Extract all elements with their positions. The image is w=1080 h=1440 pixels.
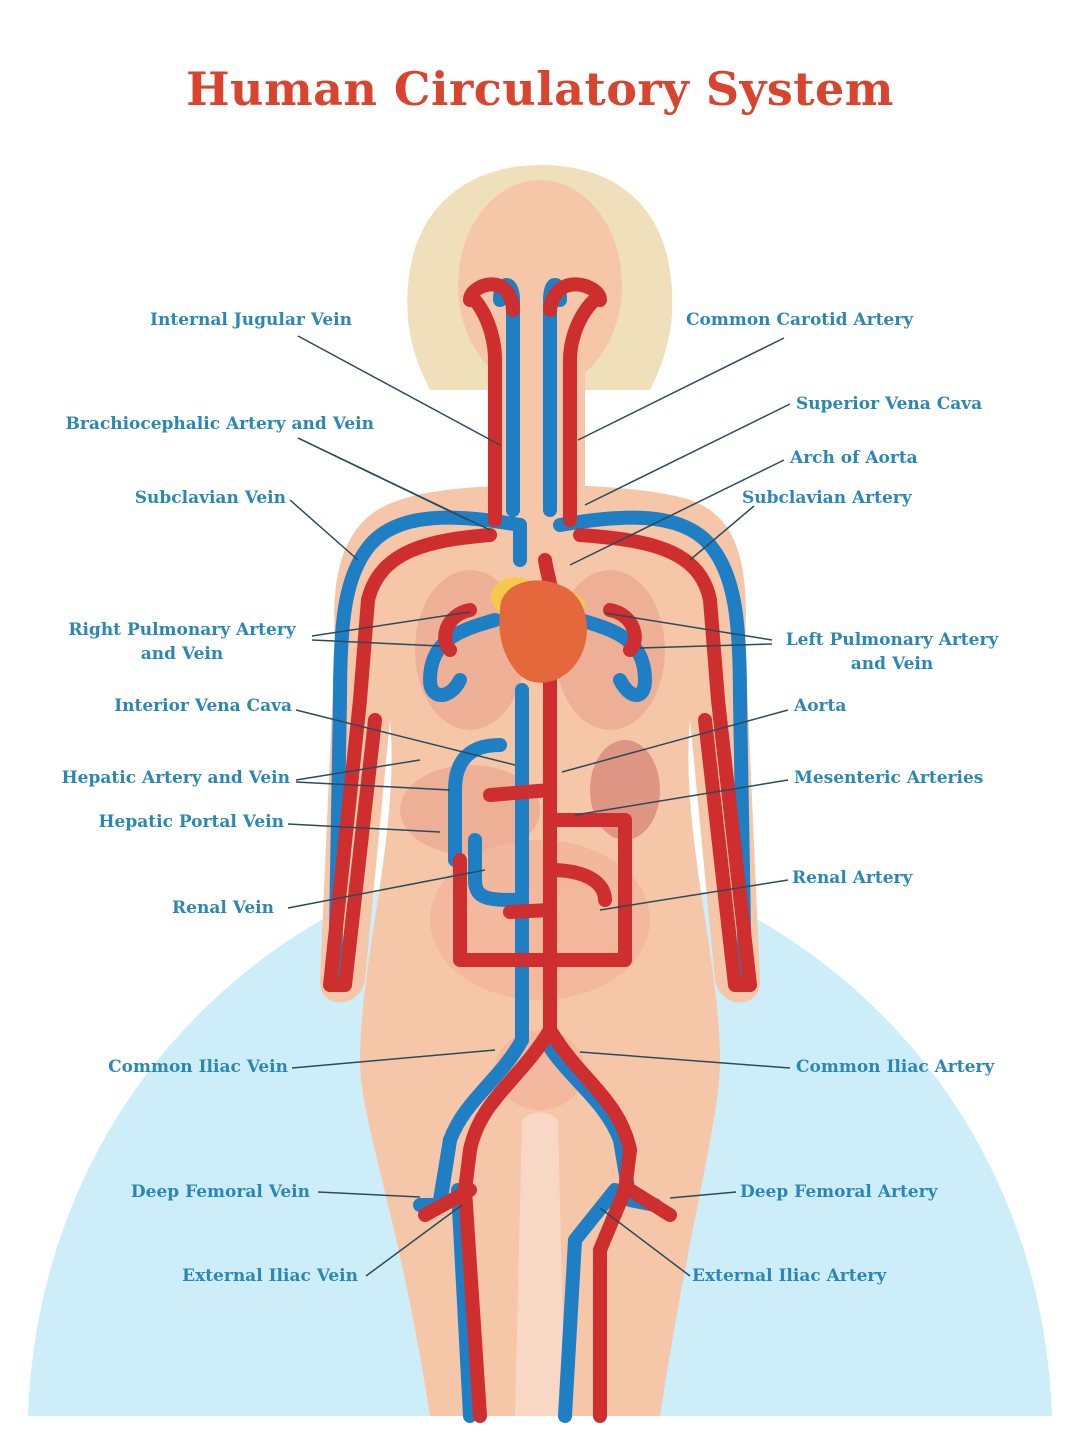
label-mesenteric-arteries: Mesenteric Arteries <box>794 766 983 790</box>
label-line: Common Iliac Artery <box>796 1057 995 1077</box>
diagram-title: Human Circulatory System <box>186 62 894 116</box>
label-hepatic-artery-and-vein: Hepatic Artery and Vein <box>62 766 290 790</box>
heart <box>491 577 587 683</box>
label-line: Brachiocephalic Artery and Vein <box>65 414 374 434</box>
label-common-iliac-artery: Common Iliac Artery <box>796 1055 994 1079</box>
pointer-lines <box>287 335 791 1277</box>
label-common-carotid-artery: Common Carotid Artery <box>686 308 913 332</box>
label-deep-femoral-artery: Deep Femoral Artery <box>740 1180 937 1204</box>
label-line: Mesenteric Arteries <box>794 768 984 788</box>
label-renal-artery: Renal Artery <box>792 866 912 890</box>
label-line: Common Iliac Vein <box>108 1057 288 1077</box>
label-brachiocephalic-artery-and-vein: Brachiocephalic Artery and Vein <box>66 412 374 436</box>
label-external-iliac-vein: External Iliac Vein <box>182 1264 358 1288</box>
label-deep-femoral-vein: Deep Femoral Vein <box>131 1180 310 1204</box>
label-line: Aorta <box>794 696 847 716</box>
label-line: Left Pulmonary Artery <box>785 630 999 650</box>
label-subclavian-artery: Subclavian Artery <box>742 486 912 510</box>
label-line: Interior Vena Cava <box>114 696 292 716</box>
label-line: Subclavian Artery <box>742 488 912 508</box>
label-line: Renal Artery <box>792 868 913 888</box>
label-internal-jugular-vein: Internal Jugular Vein <box>150 308 352 332</box>
label-line: Common Carotid Artery <box>686 310 914 330</box>
label-subclavian-vein: Subclavian Vein <box>135 486 286 510</box>
label-left-pulmonary-artery-and-vein: Left Pulmonary Artery and Vein <box>780 628 1004 676</box>
label-line: Hepatic Portal Vein <box>98 812 285 832</box>
label-interior-vena-cava: Interior Vena Cava <box>114 694 292 718</box>
label-aorta: Aorta <box>794 694 846 718</box>
label-line: External Iliac Vein <box>182 1266 358 1286</box>
label-line: Right Pulmonary Artery <box>68 620 296 640</box>
label-superior-vena-cava: Superior Vena Cava <box>796 392 982 416</box>
label-right-pulmonary-artery-and-vein: Right Pulmonary Artery and Vein <box>62 618 302 666</box>
label-line: Superior Vena Cava <box>796 394 983 414</box>
label-line: Subclavian Vein <box>134 488 286 508</box>
label-line: Deep Femoral Artery <box>740 1182 938 1202</box>
label-line: Deep Femoral Vein <box>130 1182 310 1202</box>
label-arch-of-aorta: Arch of Aorta <box>790 446 918 470</box>
label-external-iliac-artery: External Iliac Artery <box>692 1264 886 1288</box>
label-line: Hepatic Artery and Vein <box>61 768 290 788</box>
label-hepatic-portal-vein: Hepatic Portal Vein <box>99 810 285 834</box>
label-line: External Iliac Artery <box>692 1266 887 1286</box>
label-line: and Vein <box>850 654 934 674</box>
label-common-iliac-vein: Common Iliac Vein <box>108 1055 288 1079</box>
label-line: Renal Vein <box>172 898 274 918</box>
label-line: and Vein <box>140 644 224 664</box>
label-renal-vein: Renal Vein <box>172 896 274 920</box>
label-line: Internal Jugular Vein <box>150 310 352 330</box>
label-line: Arch of Aorta <box>790 448 918 468</box>
